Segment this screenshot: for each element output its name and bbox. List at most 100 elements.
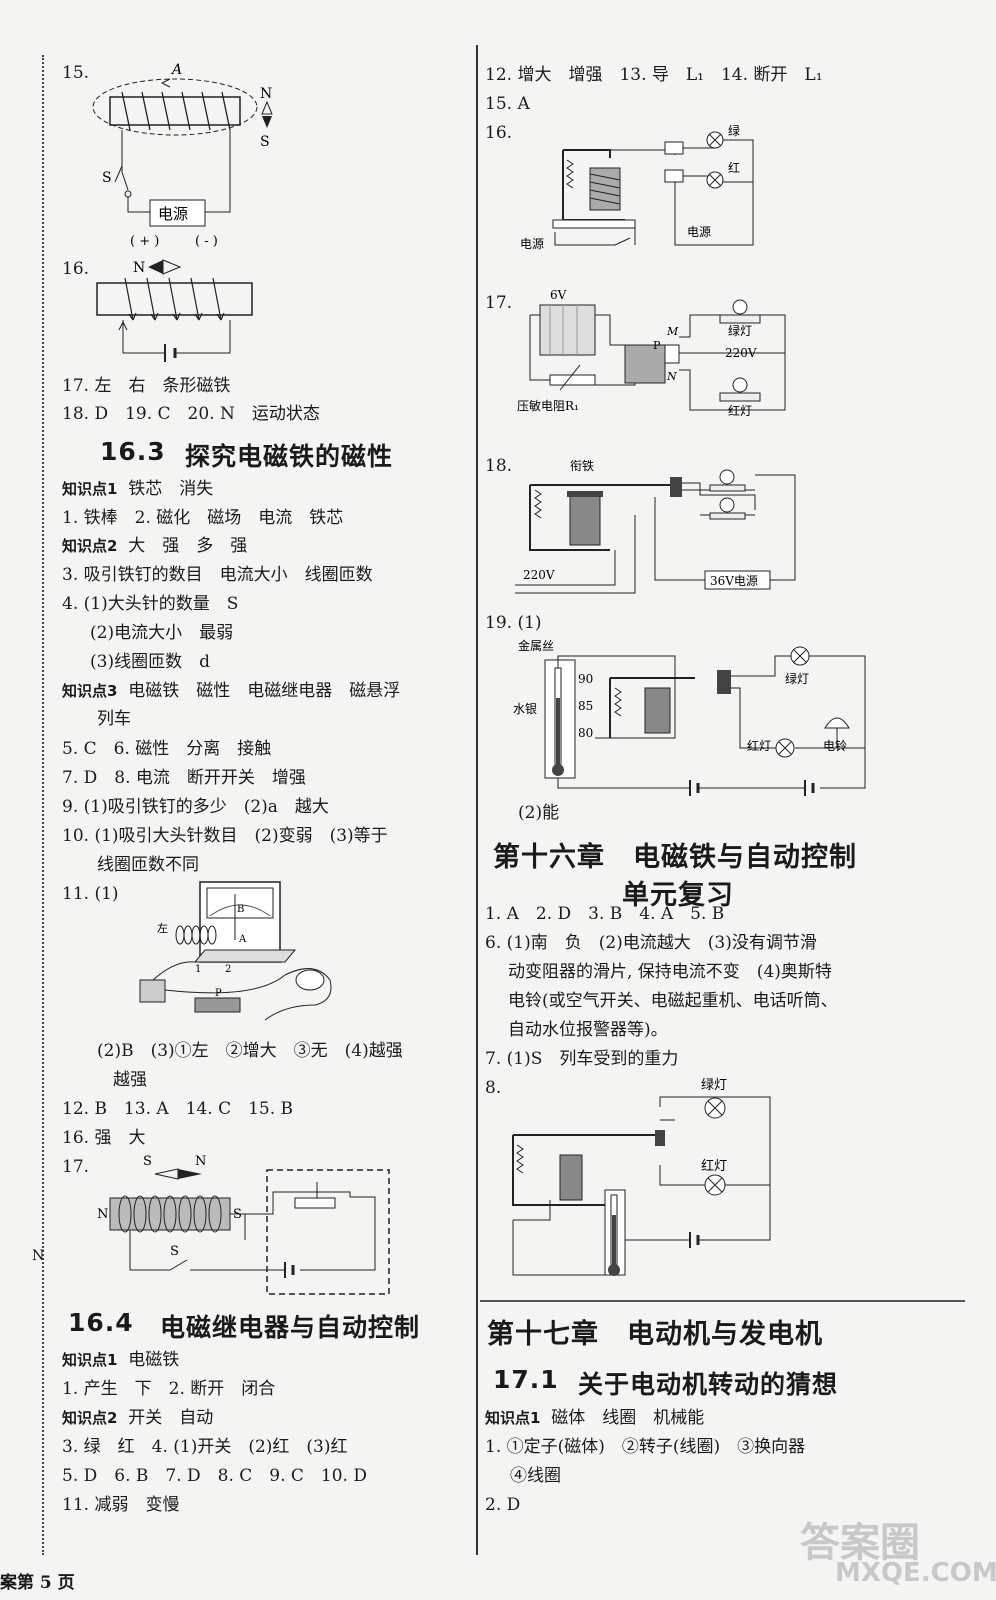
q18-36v-source: 36V电源	[710, 574, 758, 588]
q15-power-source: 电源	[158, 205, 188, 223]
answer-line: 1. 产生 下 2. 断开 闭合	[62, 1379, 276, 1399]
answer-line: 7. (1)S 列车受到的重力	[485, 1049, 679, 1069]
answer-line: (2)能	[518, 803, 560, 823]
chapter-16-title: 第十六章 电磁铁与自动控制	[493, 842, 857, 873]
chapter-16-subtitle: 单元复习	[622, 880, 734, 911]
knowledge-point-label: 知识点1	[485, 1409, 541, 1427]
answer-line: 7. D 8. 电流 断开开关 增强	[62, 768, 306, 788]
answer-line: 列车	[97, 709, 131, 729]
q8-thermo-relay-figure: 绿灯 红灯	[512, 1078, 771, 1276]
answer-line: 1. 铁棒 2. 磁化 磁场 电流 铁芯	[62, 508, 344, 528]
answer-line: 自动水位报警器等)。	[508, 1020, 668, 1040]
q11-experiment-figure: B A 左 1 2 P	[139, 881, 332, 1021]
q16-red-label: 红	[728, 160, 740, 175]
answer-line: (2)电流大小 最弱	[90, 623, 234, 643]
section-16-3-number: 16.3	[100, 437, 166, 466]
answer-line: 12. 增大 增强 13. 导 L₁ 14. 断开 L₁	[485, 65, 823, 85]
q18-220v: 220V	[523, 568, 555, 582]
q18-answer: 18. D 19. C 20. N 运动状态	[62, 404, 320, 424]
q15-letter-a: A	[170, 62, 182, 78]
answer-line: (2)B (3)①左 ②增大 ③无 (4)越强	[97, 1041, 403, 1061]
q17-pressure-relay-figure: 6V 压敏电阻R₁ M P N 绿灯 220V 红灯	[517, 288, 786, 418]
q19-metal-wire: 金属丝	[518, 638, 554, 653]
q16-label: 16.	[62, 259, 90, 279]
q11-label-a: A	[238, 934, 247, 945]
q19-mercury: 水银	[513, 702, 537, 716]
answer-line: (3)线圈匝数 d	[90, 652, 210, 672]
q15-letter-s: S	[260, 134, 270, 150]
q19-red-lamp: 红灯	[747, 738, 771, 753]
q19-bell: 电铃	[823, 738, 847, 753]
q15-letter-n: N	[260, 86, 272, 102]
q11-slider-p: P	[215, 988, 222, 999]
section-17-1-number: 17.1	[493, 1365, 559, 1394]
answer-line: 动变阻器的滑片, 保持电流不变 (4)奥斯特	[508, 962, 832, 982]
q19-thermometer-alarm-figure: 金属丝 水银 90 85 80 绿灯 红灯 电铃	[513, 638, 866, 796]
q8-red-lamp: 红灯	[701, 1158, 727, 1174]
knowledge-point-text: 铁芯 消失	[128, 479, 214, 499]
q11-terminal-1: 1	[195, 964, 201, 975]
margin-letter: N	[32, 1248, 45, 1264]
q17-left-n: N	[97, 1207, 108, 1222]
q15-solenoid-figure: A N S S 电源 ( + ) ( - )	[92, 62, 273, 249]
q17-contact-p: P	[653, 339, 661, 352]
answer-line: 越强	[113, 1070, 147, 1090]
q8-green-lamp: 绿灯	[701, 1078, 727, 1093]
knowledge-point-text: 电磁铁	[128, 1350, 180, 1370]
q17-switch-s: S	[170, 1244, 179, 1259]
knowledge-point-label: 知识点1	[62, 1351, 118, 1369]
chapter-17-title: 第十七章 电动机与发电机	[487, 1319, 823, 1350]
q17-pressure-sensor: 压敏电阻R₁	[517, 398, 579, 413]
q16-letter-n: N	[133, 260, 145, 276]
q15-switch-s: S	[102, 170, 112, 186]
answer-line: 4. (1)大头针的数量 S	[62, 594, 239, 614]
q16-green-label: 绿	[728, 123, 740, 138]
answer-line: 3. 绿 红 4. (1)开关 (2)红 (3)红	[62, 1437, 348, 1457]
q16-label-right: 16.	[485, 123, 513, 143]
q11-label-left: 左	[157, 922, 168, 935]
answer-line: 1. ①定子(磁体) ②转子(线圈) ③换向器	[485, 1437, 806, 1457]
q17-contact-n: N	[666, 370, 677, 383]
q11-label-b: B	[237, 904, 244, 915]
section-16-3-title: 探究电磁铁的磁性	[185, 442, 394, 471]
answer-line: 电铃(或空气开关、电磁起重机、电话听筒、	[508, 991, 838, 1011]
answer-line: ④线圈	[510, 1466, 561, 1486]
answer-line: 5. C 6. 磁性 分离 接触	[62, 739, 272, 759]
q17-contact-m: M	[666, 325, 679, 338]
knowledge-point-label: 知识点2	[62, 537, 118, 555]
answer-line: 12. B 13. A 14. C 15. B	[62, 1099, 294, 1119]
answer-line: 线圈匝数不同	[97, 855, 199, 875]
answer-line: 11. (1)	[62, 884, 119, 904]
q19-tick-80: 80	[578, 726, 593, 740]
answer-line: 16. 强 大	[62, 1128, 146, 1148]
q16-source-right: 电源	[687, 225, 711, 239]
q19-label: 19. (1)	[485, 613, 542, 633]
q19-green-lamp: 绿灯	[785, 671, 809, 686]
q18-relay-figure: 衔铁 220V 36V电源	[515, 459, 796, 594]
q17-220v: 220V	[725, 346, 757, 360]
page-number: 案第 5 页	[0, 1573, 75, 1593]
q16-coil-figure: N	[96, 259, 253, 362]
q18-armature: 衔铁	[570, 459, 594, 473]
left-margin-border	[42, 55, 48, 1555]
knowledge-point-text: 电磁铁 磁性 电磁继电器 磁悬浮	[128, 681, 401, 701]
q16-relay-figure: 电源 绿 红 电源	[520, 123, 754, 251]
q17-label-2: 17.	[62, 1157, 90, 1177]
answer-line: 6. (1)南 负 (2)电流越大 (3)没有调节滑	[485, 933, 817, 953]
watermark-logo: 答案圈	[800, 1520, 920, 1566]
q19-tick-90: 90	[578, 672, 593, 686]
q17-top-s: S	[143, 1154, 152, 1169]
q17-electromagnet-figure: S N N S S	[97, 1154, 390, 1295]
answer-line: 3. 吸引铁钉的数目 电流大小 线圈匝数	[62, 565, 373, 585]
knowledge-point-text: 磁体 线圈 机械能	[551, 1408, 705, 1428]
column-divider	[476, 45, 478, 1555]
section-16-4-number: 16.4	[68, 1308, 134, 1337]
q15-label: 15.	[62, 63, 90, 83]
q18-label-right: 18.	[485, 456, 513, 476]
answer-line: 10. (1)吸引大头针数目 (2)变弱 (3)等于	[62, 826, 388, 846]
knowledge-point-text: 开关 自动	[128, 1408, 214, 1428]
q11-terminal-2: 2	[225, 964, 231, 975]
q17-answer: 17. 左 右 条形磁铁	[62, 376, 231, 396]
chapter-divider	[480, 1300, 965, 1302]
answer-line: 11. 减弱 变慢	[62, 1495, 180, 1515]
